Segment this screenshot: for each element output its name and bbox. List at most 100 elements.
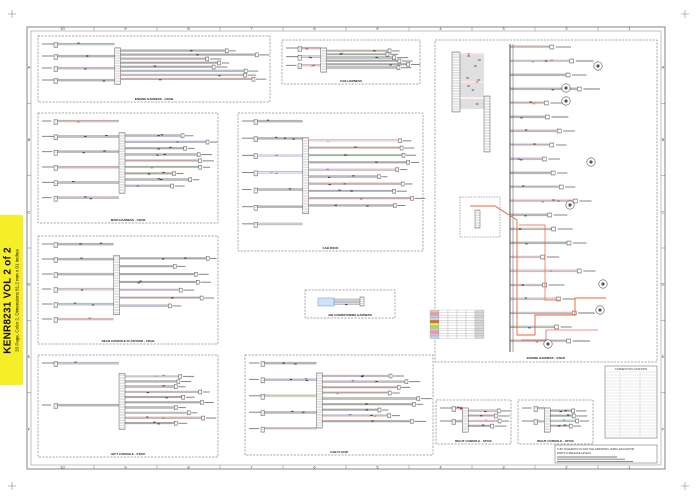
row-marker-left: D (28, 282, 31, 287)
wire-label-tag (326, 140, 330, 142)
wire-label-tag (162, 417, 165, 419)
harness-panel: CAB HARNESS (281, 39, 421, 85)
wire-label-tag (162, 171, 165, 174)
wire-label-tag (525, 243, 528, 245)
harness-panel: REAR CONSOLE PLATFORM - CRAB (37, 235, 219, 345)
wire-label-tag (160, 134, 164, 136)
connector-block (406, 160, 410, 165)
legend-cell (438, 330, 449, 334)
wire-label-tag (310, 65, 314, 67)
wire-label-tag (334, 204, 337, 206)
wire-label-tag (467, 85, 470, 87)
legend-cell (465, 325, 476, 329)
wire-label-tag (471, 89, 475, 91)
harness-panel: RIGHT CONSOLE - STICK (435, 399, 512, 445)
column-marker-bottom: 9 (124, 465, 127, 470)
column-marker-bottom: 8 (187, 465, 190, 470)
column-marker-top: 8 (187, 26, 190, 31)
connector-block (542, 156, 547, 162)
connector-block (577, 268, 582, 274)
connector-block (388, 373, 393, 379)
ac-harness-panel: AIR CONDITIONING HARNESS (304, 289, 396, 319)
connector-block (395, 167, 399, 172)
panel-title: AIR CONDITIONING HARNESS (328, 313, 372, 317)
legend-cell (438, 322, 449, 326)
wire-label-tag (360, 376, 364, 378)
panel-outline (37, 354, 219, 458)
legend-cell (465, 322, 476, 326)
legend-cell (429, 317, 440, 321)
connector-block (547, 212, 552, 218)
column-marker-top: 10 (60, 26, 65, 31)
wire-label-tag (89, 198, 93, 200)
column-marker-bottom: 7 (250, 465, 253, 470)
legend-cell (465, 335, 476, 339)
wire-label-tag (456, 406, 460, 408)
wire-label-tag (176, 141, 179, 143)
sensor-core (546, 342, 550, 346)
wire-label-tag (339, 53, 342, 55)
panel-outline (237, 112, 424, 252)
wire-label-tag (102, 80, 106, 82)
wire-label-tag (336, 393, 339, 395)
wire-label-tag (559, 410, 562, 413)
connector-block (497, 418, 502, 424)
sensor-core (601, 282, 605, 286)
row-marker-left: C (28, 209, 31, 214)
highlighted-circuit (519, 224, 560, 301)
wire-label-tag (270, 171, 273, 174)
wire-label-tag (88, 317, 91, 319)
connector-block (385, 52, 390, 57)
connector-block (392, 188, 396, 194)
wire-label-tag (74, 361, 77, 363)
connector-block (114, 47, 121, 85)
panel-title: LEFT CONSOLE - STICK (111, 452, 147, 456)
panel-outline (434, 39, 658, 363)
connector-block (173, 264, 177, 269)
wire-label-tag (348, 414, 352, 416)
highlighted-circuit (521, 329, 598, 341)
wire-label-tag (160, 178, 163, 181)
legend-cell (438, 312, 449, 316)
legend-cell (447, 335, 458, 339)
connector-block (178, 374, 182, 379)
wire-label-tag (274, 136, 278, 138)
connector-block (199, 295, 204, 301)
connector-block (393, 203, 397, 208)
notes-frame (554, 444, 658, 464)
wire-label-tag (291, 410, 294, 412)
legend-cell (429, 312, 440, 316)
connector-block (211, 64, 216, 70)
sensor-core (589, 160, 593, 164)
connector-block (565, 72, 571, 78)
wire-label-tag (564, 410, 567, 412)
connector-block (201, 415, 205, 421)
legend-cell (438, 317, 449, 321)
panel-outline (435, 399, 512, 445)
wire-label-tag (517, 158, 520, 160)
panel-outline (304, 289, 396, 319)
wire-label-tag (549, 270, 553, 272)
wire-label-tag (524, 297, 528, 299)
panel-title: ENGINE HARNESS - CRAB (135, 97, 174, 101)
engine-harness-panel: ENGINE HARNESS - STICK (434, 39, 658, 363)
connector-block (490, 423, 494, 429)
panel-outline (37, 112, 219, 224)
legend-cell (456, 333, 467, 337)
wire-label-tag (459, 408, 463, 410)
wire-label-tag (480, 415, 483, 417)
wire-label-tag (484, 419, 488, 421)
wire-label-tag (163, 153, 166, 155)
legend-cell (447, 330, 458, 334)
legend-cell (465, 309, 476, 313)
notes-block: THIS SCHEMATIC IS FOR THE 345D/345D L/34… (554, 444, 658, 464)
panel-title: CAB FLOOR (330, 450, 349, 454)
wire-label-tag (196, 54, 199, 56)
harness-panel: MAIN HARNESS - CRAB (37, 112, 219, 224)
harness-panel: ENGINE HARNESS - CRAB (37, 35, 271, 103)
legend-cell (465, 328, 476, 331)
highlighted-circuit (470, 205, 606, 336)
legend-cell (447, 317, 458, 321)
legend-cell (438, 335, 449, 339)
wire-label-tag (327, 176, 331, 178)
